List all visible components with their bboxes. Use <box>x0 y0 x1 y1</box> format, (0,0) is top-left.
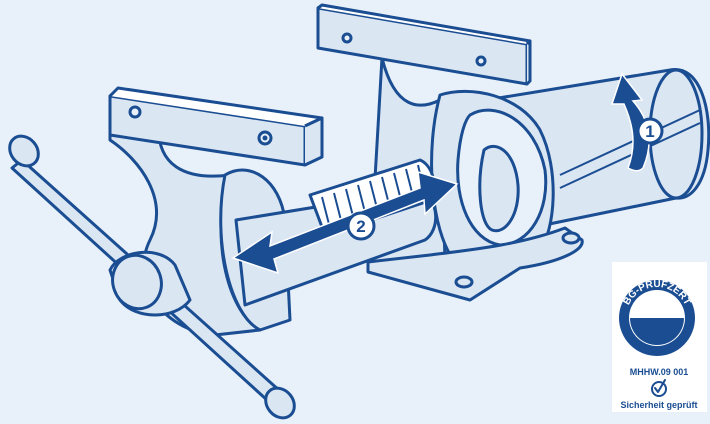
certification-badge: BG-PRÜFZERT MHHW.09 001 Sicherheit geprü… <box>612 262 707 412</box>
marker-slide-label: 2 <box>356 217 365 236</box>
marker-slide: 2 <box>348 213 374 239</box>
marker-rotate: 1 <box>638 119 662 143</box>
marker-rotate-label: 1 <box>645 122 654 141</box>
badge-code: MHHW.09 001 <box>630 367 689 377</box>
badge-footer: Sicherheit geprüft <box>620 400 697 410</box>
fixed-jaw-plate <box>318 5 530 84</box>
